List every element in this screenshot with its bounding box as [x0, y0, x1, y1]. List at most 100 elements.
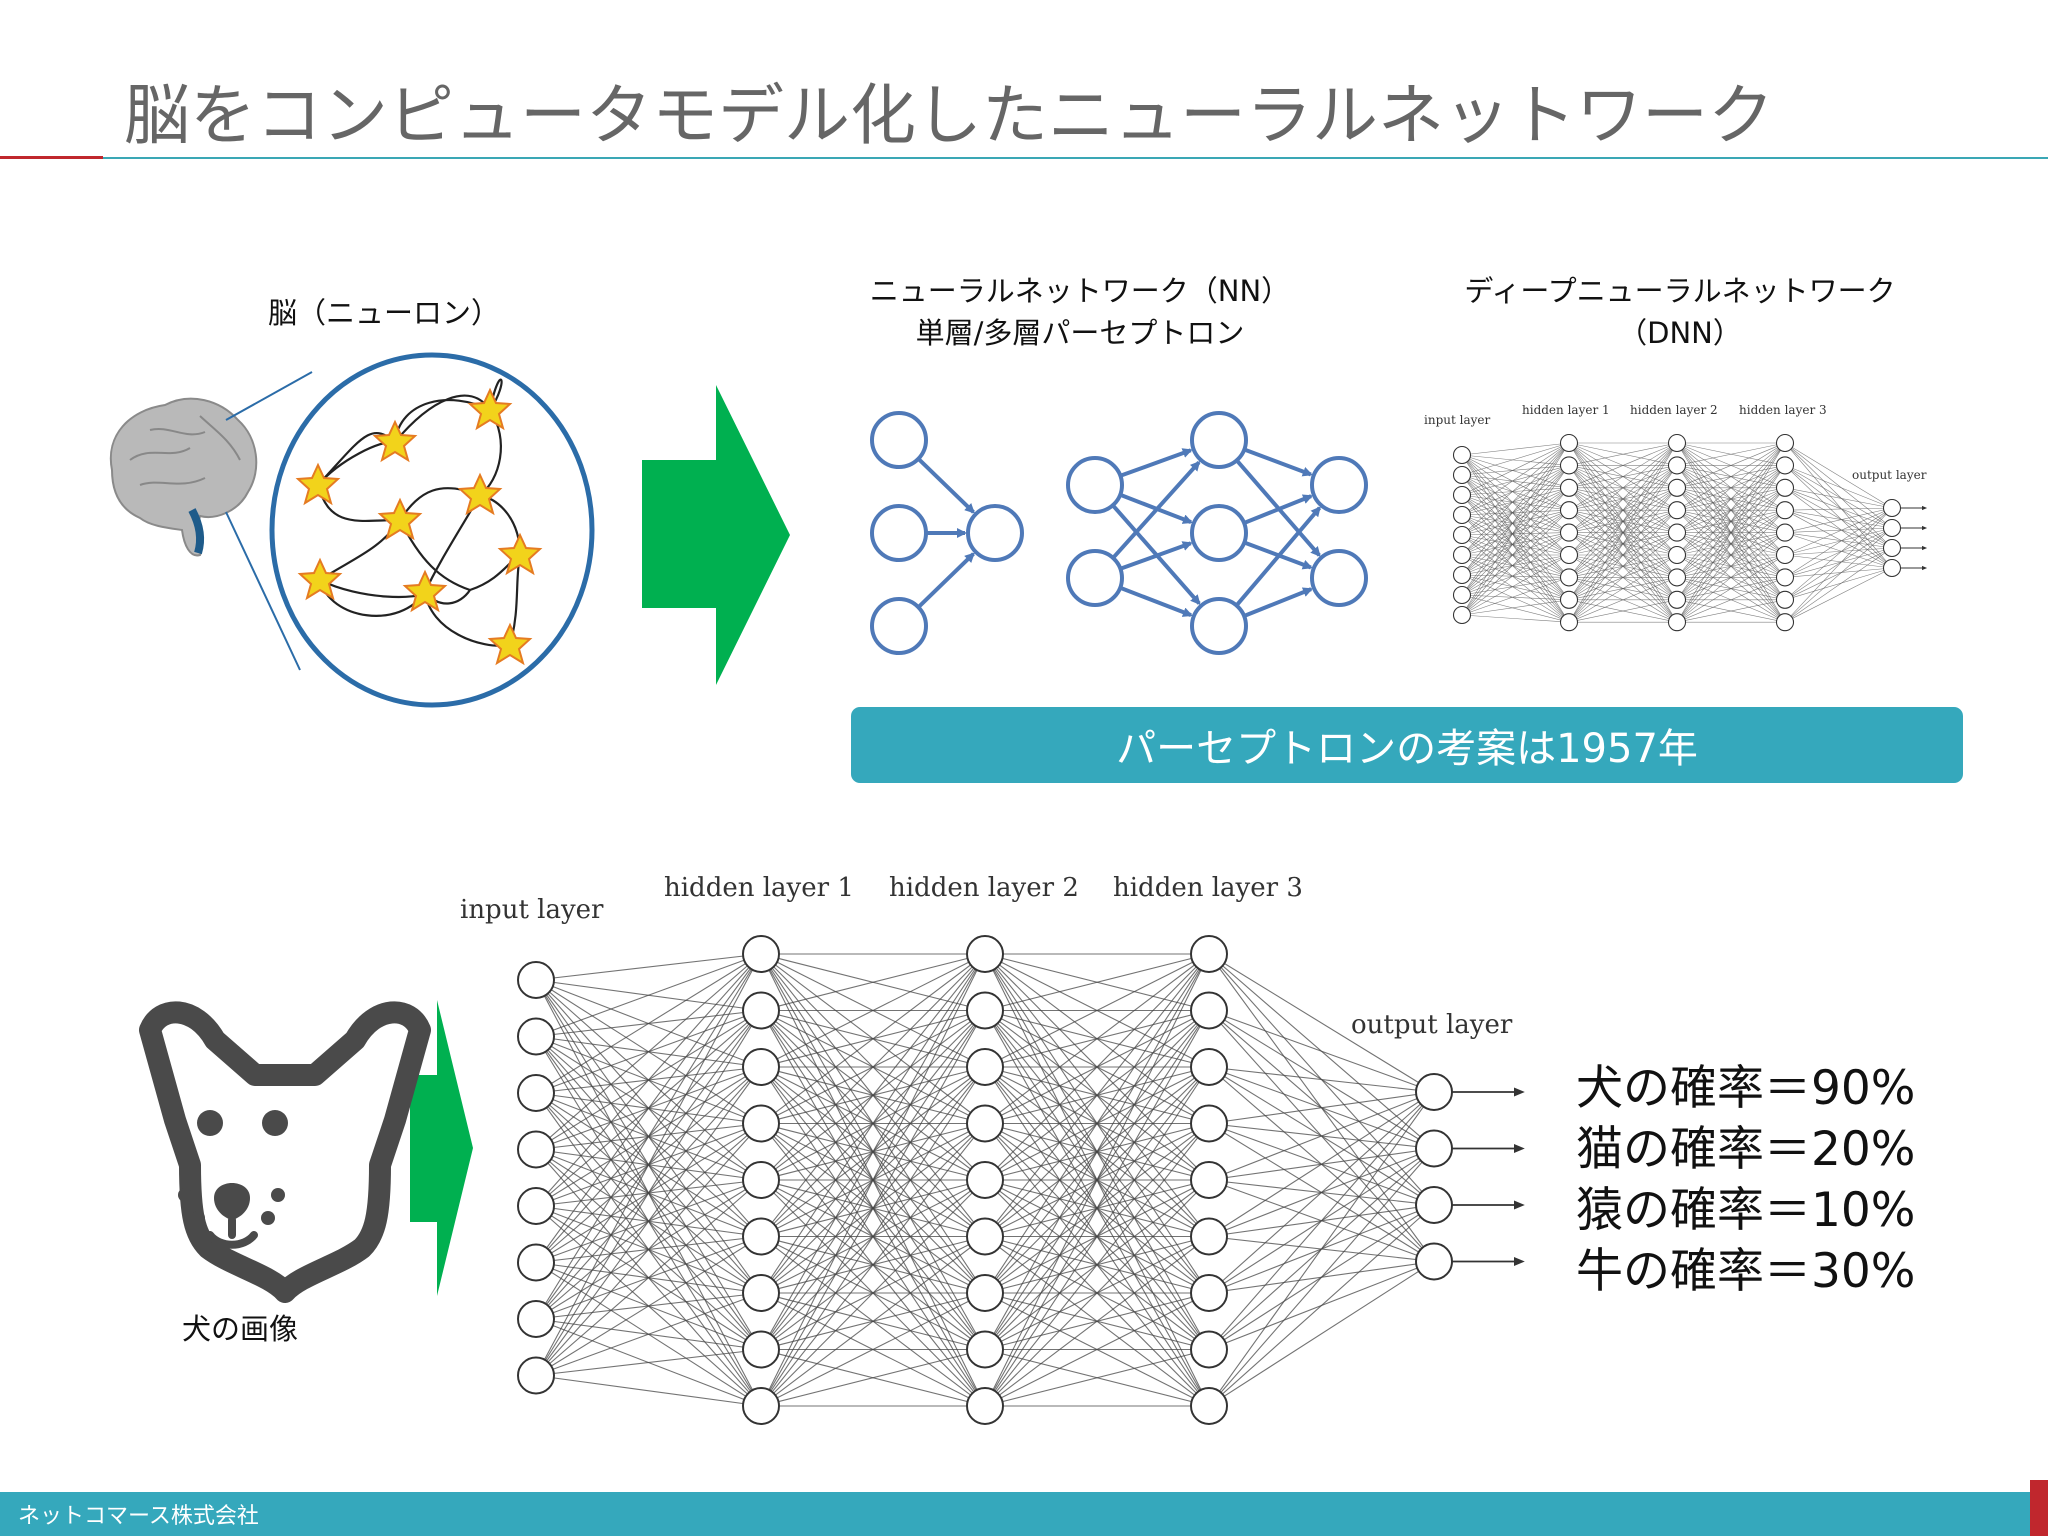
- dnn-edge: [535, 1348, 762, 1377]
- dnn-edge: [1461, 442, 1570, 536]
- dnn-edge: [1461, 532, 1570, 556]
- dnn-edge: [1461, 534, 1570, 601]
- dnn-edge: [1784, 547, 1893, 578]
- dnn-edge: [1461, 474, 1570, 623]
- dnn-edge: [1461, 594, 1570, 601]
- dnn-edge: [1568, 442, 1678, 489]
- dnn-edge: [1461, 577, 1570, 596]
- dnn-edge: [1784, 507, 1893, 533]
- dnn-edge: [1568, 442, 1678, 600]
- dnn-edge: [1208, 953, 1435, 1093]
- dnn-edge: [1461, 594, 1570, 623]
- dnn-edge: [1461, 554, 1570, 623]
- dnn-node: [1667, 433, 1687, 453]
- dnn-edge: [1461, 509, 1570, 616]
- output-arrowhead: [1922, 525, 1928, 531]
- dnn-edge: [1461, 494, 1570, 623]
- dnn-edge: [760, 1123, 986, 1407]
- dnn-edge: [984, 1348, 1210, 1407]
- green-arrow-top: [642, 385, 790, 685]
- dnn-edge: [1461, 554, 1570, 596]
- dnn-node: [1559, 456, 1579, 475]
- dnn-edge: [1784, 465, 1893, 549]
- dnn-edge: [1461, 454, 1570, 466]
- dnn-edge: [1208, 1009, 1435, 1093]
- prob-monkey: 猿の確率＝10%: [1576, 1183, 1916, 1238]
- dnn-edge: [1784, 554, 1893, 569]
- dnn-large-hidden2-label: hidden layer 2: [889, 873, 1079, 903]
- dnn-small-hidden1-label: hidden layer 1: [1522, 403, 1610, 417]
- dnn-edge: [1461, 509, 1570, 556]
- dnn-edge: [1784, 527, 1893, 578]
- dnn-edge: [1568, 442, 1678, 511]
- dnn-edge: [1461, 465, 1570, 616]
- dnn-edge: [1461, 465, 1570, 576]
- prob-cow: 牛の確率＝30%: [1576, 1244, 1916, 1299]
- dnn-node: [517, 1243, 555, 1282]
- dnn-node: [1667, 523, 1687, 542]
- dnn-edge: [535, 1292, 762, 1377]
- dnn-edge: [760, 953, 986, 1350]
- dnn-edge: [1461, 577, 1570, 616]
- dnn-edge: [1461, 474, 1570, 578]
- dnn-edge: [1784, 527, 1893, 556]
- dnn-large-output-label: output layer: [1351, 1010, 1513, 1040]
- dnn-edge: [984, 1123, 1210, 1407]
- dnn-edge: [760, 953, 986, 1407]
- dnn-node: [1452, 485, 1472, 505]
- dnn-edge: [1676, 532, 1786, 623]
- dnn-edge: [1461, 534, 1570, 556]
- nn-node: [870, 411, 928, 469]
- probability-list: 犬の確率＝90% 猫の確率＝20% 猿の確率＝10% 牛の確率＝30%: [1576, 1058, 1915, 1302]
- nn-edge: [1243, 447, 1313, 477]
- dnn-edge: [1568, 487, 1678, 623]
- dnn-node: [1667, 456, 1687, 475]
- page-title: 脳をコンピュータモデル化したニューラルネットワーク: [124, 77, 1774, 154]
- dnn-node: [1667, 568, 1687, 587]
- dnn-edge: [535, 953, 762, 1376]
- dnn-edge: [1461, 442, 1570, 456]
- dnn-edge: [1461, 487, 1570, 556]
- dnn-node: [1775, 613, 1795, 632]
- dnn-edge: [760, 1348, 986, 1407]
- dnn-edge: [1784, 547, 1893, 623]
- nn-edge: [1243, 494, 1314, 525]
- dnn-edge: [1461, 465, 1570, 556]
- dnn-node: [517, 1356, 555, 1395]
- dnn-node: [1559, 613, 1579, 632]
- nn-node: [870, 597, 928, 655]
- dnn-node: [742, 1048, 780, 1086]
- dnn-node: [1190, 1104, 1228, 1143]
- dnn-edge: [1461, 509, 1570, 516]
- nn-edge: [1119, 541, 1193, 571]
- prob-cat: 猫の確率＝20%: [1576, 1122, 1916, 1177]
- nn-node: [1066, 456, 1124, 514]
- dnn-node: [1452, 545, 1472, 565]
- dnn-small-input-label: input layer: [1424, 413, 1490, 427]
- dnn-edge: [1784, 527, 1893, 623]
- output-arrowhead: [1514, 1144, 1525, 1153]
- dnn-label-line2: （DNN）: [1618, 316, 1742, 350]
- dnn-edge: [1461, 532, 1570, 536]
- dnn-edge: [1784, 509, 1893, 569]
- dnn-edge: [535, 1010, 762, 1376]
- dnn-edge: [984, 953, 1210, 1237]
- dnn-edge: [1676, 442, 1786, 623]
- dnn-edge: [1461, 465, 1570, 476]
- dnn-edge: [984, 1292, 1210, 1407]
- dnn-edge: [984, 1236, 1210, 1407]
- dnn-edge: [1461, 487, 1570, 616]
- dnn-node: [966, 991, 1004, 1030]
- dnn-edge: [1461, 487, 1570, 576]
- green-arrow-bottom: [410, 1000, 473, 1296]
- dnn-edge: [535, 953, 762, 1207]
- dnn-edge: [1784, 527, 1893, 533]
- dnn-edge: [1208, 1091, 1435, 1125]
- dnn-edge: [535, 953, 762, 1150]
- dnn-edge: [1676, 577, 1786, 623]
- dnn-edge: [1676, 509, 1786, 623]
- dnn-edge: [984, 953, 1210, 1350]
- dnn-edge: [1461, 554, 1570, 616]
- dnn-edge: [760, 953, 986, 1124]
